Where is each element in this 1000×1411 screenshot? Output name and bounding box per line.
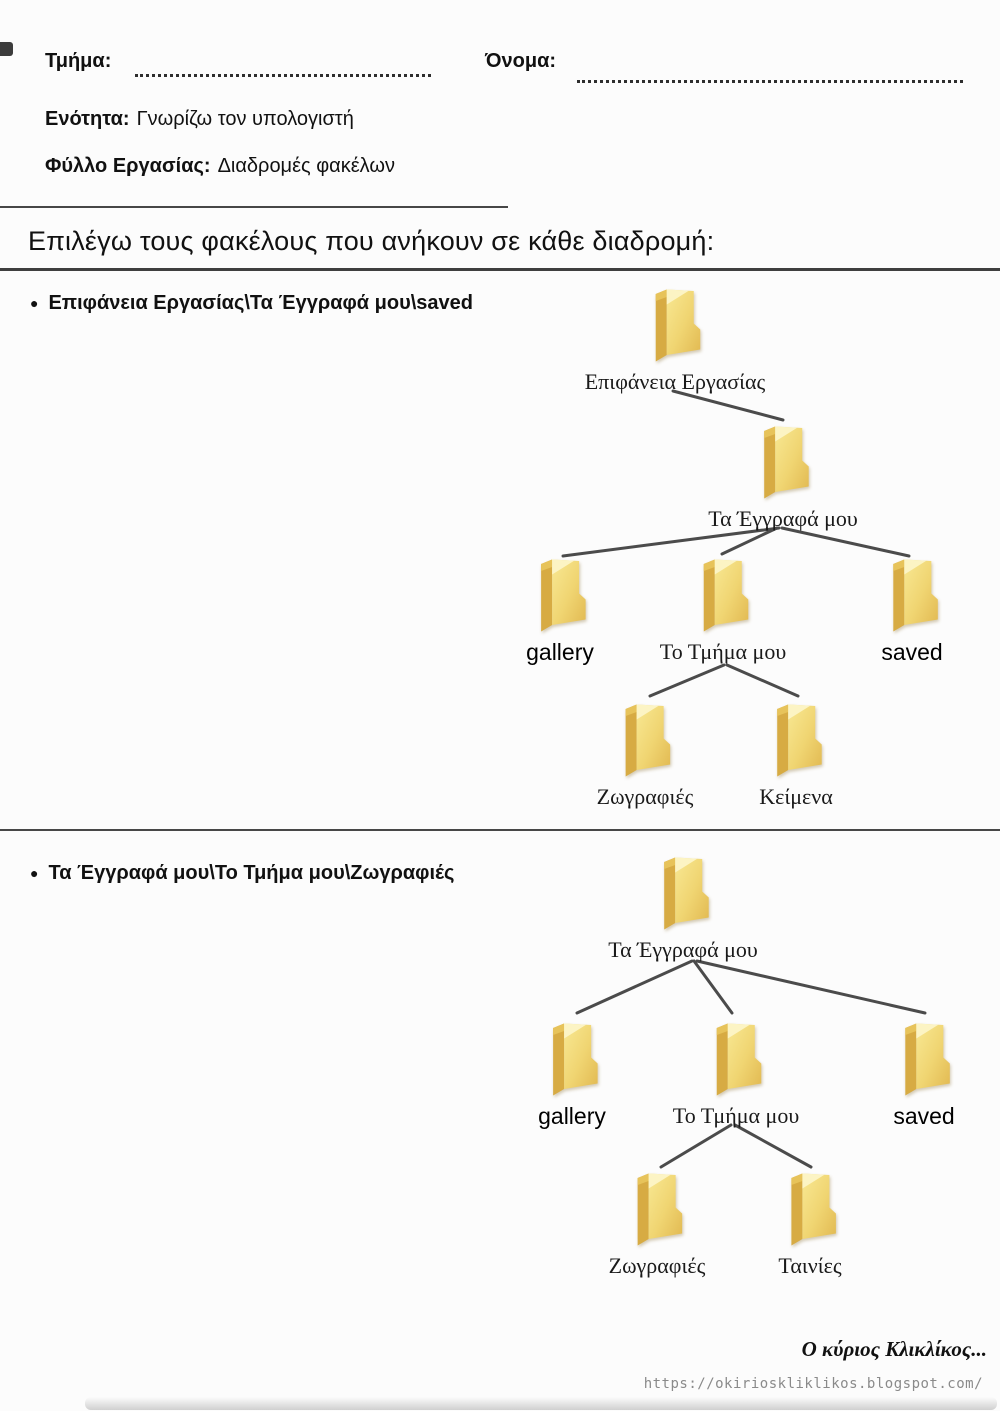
tree2-node-movies[interactable]: Ταινίες (778, 1172, 842, 1279)
folder-icon (656, 856, 710, 930)
section-divider (0, 829, 1000, 831)
folder-label: Το Τμήμα μου (659, 639, 787, 664)
folder-label: gallery (538, 1103, 606, 1129)
folder-label: Τα Έγγραφά μου (708, 506, 858, 531)
worksheet-label: Φύλλο Εργασίας: (45, 155, 211, 177)
folder-label: Το Τμήμα μου (672, 1103, 800, 1128)
source-url[interactable]: https://okirioskliklikos.blogspot.com/ (643, 1376, 983, 1392)
tree1-node-saved[interactable]: saved (881, 558, 943, 666)
folder-icon (533, 558, 587, 632)
folder-icon (630, 1172, 684, 1246)
instruction-heading: Επιλέγω τους φακέλους που ανήκουν σε κάθ… (28, 226, 715, 256)
folder-label: Ζωγραφιές (608, 1253, 706, 1278)
path-item-1: Επιφάνεια Εργασίας\Τα Έγγραφά μου\saved (30, 292, 473, 315)
folder-icon (545, 1022, 599, 1096)
folder-icon (648, 288, 702, 362)
folder-label: saved (893, 1103, 955, 1129)
path-text-1: Επιφάνεια Εργασίας\Τα Έγγραφά μου\saved (48, 292, 473, 314)
name-field-line[interactable] (577, 80, 963, 83)
tree1-node-texts[interactable]: Κείμενα (759, 703, 833, 810)
worksheet-line: Φύλλο Εργασίας: Διαδρομές φακέλων (45, 155, 395, 178)
folder-label: Ζωγραφιές (596, 784, 694, 809)
header-divider (0, 206, 508, 208)
folder-label: saved (881, 639, 943, 665)
folder-icon (696, 558, 750, 632)
folder-icon (885, 558, 939, 632)
class-field-label: Τμήμα: (45, 50, 112, 72)
class-field-line[interactable] (135, 74, 431, 77)
folder-icon (783, 1172, 837, 1246)
path-item-2: Τα Έγγραφά μου\Το Τμήμα μου\Ζωγραφιές (30, 862, 454, 885)
name-field-label: Όνομα: (485, 50, 557, 72)
folder-icon (769, 703, 823, 777)
tree2-node-drawings[interactable]: Ζωγραφιές (608, 1172, 706, 1279)
folder-label: gallery (526, 639, 594, 665)
folder-icon (618, 703, 672, 777)
tree1-node-gallery[interactable]: gallery (526, 558, 594, 666)
folder-icon (756, 425, 810, 499)
tree1-node-drawings[interactable]: Ζωγραφιές (596, 703, 694, 810)
folder-icon (897, 1022, 951, 1096)
tree2-node-my-class[interactable]: Το Τμήμα μου (673, 1022, 799, 1129)
unit-value: Γνωρίζω τον υπολογιστή (136, 108, 354, 130)
tree2-node-saved[interactable]: saved (893, 1022, 955, 1130)
author-signature: Ο κύριος Κλικλίκος... (801, 1337, 987, 1361)
folder-label: Τα Έγγραφά μου (608, 937, 758, 962)
tree1-node-desktop[interactable]: Επιφάνεια Εργασίας (584, 288, 766, 395)
folder-label: Επιφάνεια Εργασίας (584, 369, 766, 394)
folder-label: Ταινίες (778, 1253, 842, 1278)
scan-shadow (85, 1397, 997, 1410)
folder-label: Κείμενα (759, 784, 833, 809)
tree1-node-my-class[interactable]: Το Τμήμα μου (660, 558, 786, 665)
unit-line: Ενότητα: Γνωρίζω τον υπολογιστή (45, 108, 354, 131)
tree1-node-my-documents[interactable]: Τα Έγγραφά μου (708, 425, 858, 532)
scan-artifact (0, 42, 13, 56)
worksheet-value: Διαδρομές φακέλων (217, 155, 395, 177)
unit-label: Ενότητα: (45, 108, 130, 130)
tree2-node-my-documents[interactable]: Τα Έγγραφά μου (608, 856, 758, 963)
instruction-divider (0, 268, 1000, 271)
tree2-node-gallery[interactable]: gallery (538, 1022, 606, 1130)
path-text-2: Τα Έγγραφά μου\Το Τμήμα μου\Ζωγραφιές (48, 862, 455, 884)
folder-icon (709, 1022, 763, 1096)
